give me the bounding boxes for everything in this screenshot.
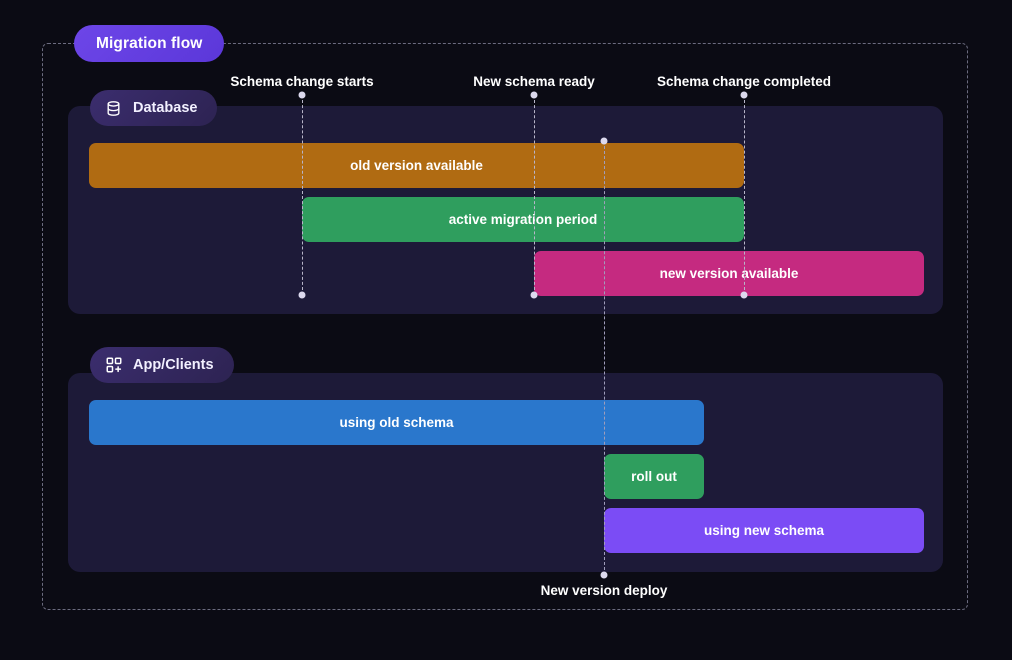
bar-label-using-old-schema: using old schema (339, 415, 454, 430)
bar-label-active-migration-period: active migration period (448, 212, 598, 227)
deploy-marker-line (604, 141, 605, 575)
lane-pill-app-clients-label: App/Clients (133, 357, 214, 373)
milestone-dot-schema-change-completed-bottom (740, 291, 748, 299)
bar-label-old-version-available: old version available (350, 158, 483, 173)
deploy-marker-dot-bottom (600, 571, 608, 579)
lane-pill-database-label: Database (133, 100, 198, 116)
bar-old-version-available[interactable]: old version available (89, 143, 744, 188)
bar-label-new-version-available: new version available (659, 266, 799, 281)
milestone-label-schema-change-completed: Schema change completed (656, 74, 832, 89)
milestone-dot-new-schema-ready-bottom (530, 291, 538, 299)
lane-pill-database[interactable]: Database (90, 90, 218, 126)
diagram-title-label: Migration flow (96, 34, 203, 52)
milestone-label-schema-change-starts: Schema change starts (230, 74, 374, 89)
bar-roll-out[interactable]: roll out (604, 454, 704, 499)
deploy-marker-dot-top (600, 137, 608, 145)
diagram-outer-frame (42, 43, 968, 610)
bar-active-migration-period[interactable]: active migration period (302, 197, 744, 242)
bar-label-using-new-schema: using new schema (703, 523, 825, 538)
milestone-dot-new-schema-ready-top (530, 91, 538, 99)
milestone-dot-schema-change-starts-bottom (298, 291, 306, 299)
lane-pill-app-clients[interactable]: App/Clients (90, 347, 234, 383)
milestone-dot-schema-change-starts-top (298, 91, 306, 99)
milestone-line-schema-change-completed (744, 95, 745, 295)
bar-using-old-schema[interactable]: using old schema (89, 400, 704, 445)
bar-new-version-available[interactable]: new version available (534, 251, 924, 296)
milestone-dot-schema-change-completed-top (740, 91, 748, 99)
diagram-title-pill: Migration flow (74, 25, 225, 62)
milestone-line-schema-change-starts (302, 95, 303, 295)
milestone-label-new-schema-ready: New schema ready (473, 74, 595, 89)
bar-using-new-schema[interactable]: using new schema (604, 508, 924, 553)
new-version-deploy-label: New version deploy (540, 583, 668, 598)
database-icon (104, 99, 123, 118)
milestone-line-new-schema-ready (534, 95, 535, 295)
bar-label-roll-out: roll out (631, 469, 677, 484)
grid-plus-icon (104, 356, 123, 375)
